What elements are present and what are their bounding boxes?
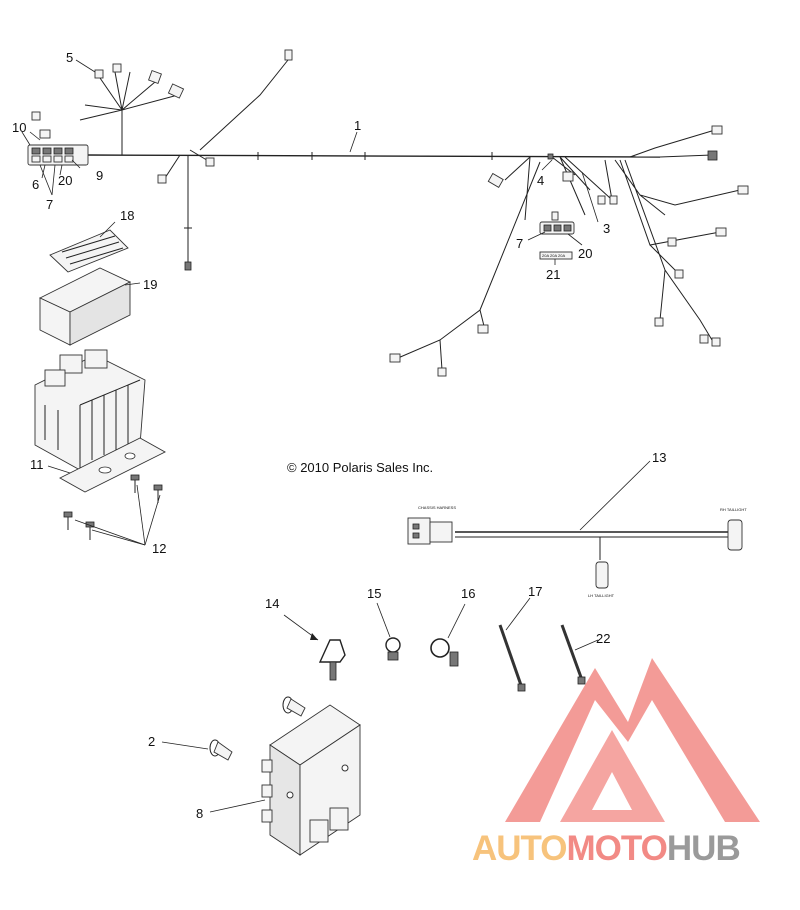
callout-3: 3 — [603, 221, 610, 236]
callout-19: 19 — [143, 277, 157, 292]
logo-part-hub: HUB — [667, 829, 740, 868]
fuse-box-icon — [27, 111, 89, 166]
harness-connectors — [94, 49, 749, 377]
callout-5: 5 — [66, 50, 73, 65]
callout-12: 12 — [152, 541, 166, 556]
callout-11: 11 — [30, 457, 44, 472]
watermark-logo: AUTOMOTOHUB — [472, 829, 741, 868]
taillight-harness: CHASSIS HARNESS RH TAILLIGHT LH TAILLIGH… — [407, 505, 747, 598]
relay-cover-icon — [38, 267, 132, 346]
p-clamp-large — [430, 638, 459, 667]
callout-7b: 7 — [516, 236, 523, 251]
callout-20b: 20 — [578, 246, 592, 261]
screw-module — [209, 739, 233, 761]
control-module-icon — [261, 704, 361, 856]
chassis-harness-label: CHASSIS HARNESS — [418, 505, 456, 510]
callout-15: 15 — [367, 586, 381, 601]
cable-tie-long — [560, 624, 586, 685]
mounting-plate — [59, 437, 166, 493]
callout-20a: 20 — [58, 173, 72, 188]
cable-tie-icon — [498, 624, 526, 692]
rh-taillight-label: RH TAILLIGHT — [720, 507, 747, 512]
callout-22: 22 — [596, 631, 610, 646]
relay-tag-label: 20A 20A 20A — [542, 253, 565, 258]
p-clamp-small — [385, 637, 401, 661]
push-rivets — [63, 474, 163, 540]
logo-part-moto: MOTO — [567, 829, 667, 868]
fuse-label-card — [49, 229, 129, 273]
screw-top — [282, 696, 306, 717]
callout-6: 6 — [32, 177, 39, 192]
callout-numbers: 1 2 3 4 5 6 7 7 8 9 10 11 12 13 14 15 16… — [12, 50, 666, 821]
callout-2: 2 — [148, 734, 155, 749]
callout-17: 17 — [528, 584, 542, 599]
callout-7a: 7 — [46, 197, 53, 212]
callout-1: 1 — [354, 118, 361, 133]
logo-part-auto: AUTO — [472, 829, 567, 868]
logo-triangle-icon — [505, 658, 760, 822]
main-wire-harness — [54, 59, 741, 371]
fuse-box-base — [34, 349, 146, 471]
lh-taillight-label: LH TAILLIGHT — [588, 593, 615, 598]
callout-18: 18 — [120, 208, 134, 223]
callout-14: 14 — [265, 596, 279, 611]
relay-holder: 20A 20A 20A — [539, 211, 575, 260]
harness-clip — [318, 639, 346, 681]
copyright-text: © 2010 Polaris Sales Inc. — [287, 460, 433, 475]
callout-21: 21 — [546, 267, 560, 282]
callout-13: 13 — [652, 450, 666, 465]
callout-4: 4 — [537, 173, 544, 188]
svg-text:AUTOMOTOHUB: AUTOMOTOHUB — [472, 829, 740, 868]
callout-10: 10 — [12, 120, 26, 135]
callout-9: 9 — [96, 168, 103, 183]
callout-8: 8 — [196, 806, 203, 821]
leader-lines — [21, 59, 651, 813]
callout-16: 16 — [461, 586, 475, 601]
